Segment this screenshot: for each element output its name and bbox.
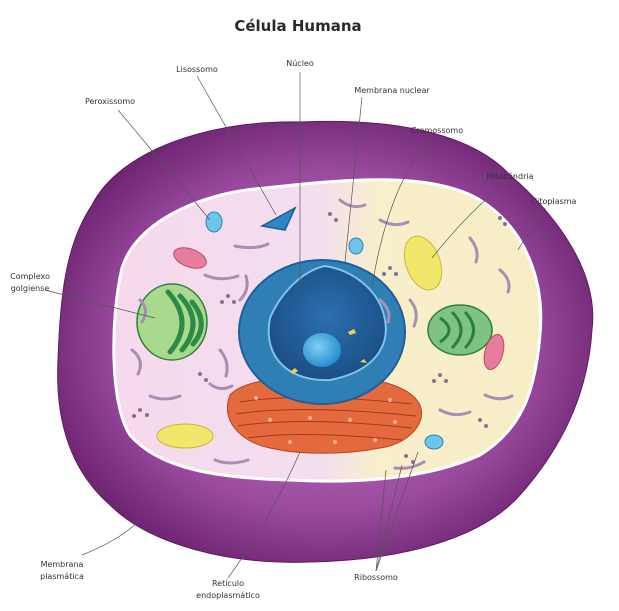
- peroxisome-2: [349, 238, 363, 254]
- peroxisome: [206, 212, 222, 232]
- label-complexo-2: golgiense: [11, 284, 50, 293]
- label-reticulo-1: Retículo: [212, 579, 244, 588]
- label-reticulo-2: endoplasmático: [196, 591, 260, 600]
- label-citoplasma: Citoplasma: [532, 197, 577, 206]
- nucleus: [239, 260, 405, 404]
- label-nucleo: Núcleo: [286, 59, 314, 68]
- label-ribossomo: Ribossomo: [354, 573, 398, 582]
- label-lisossomo: Lisossomo: [176, 65, 218, 74]
- peroxisome-3: [425, 435, 443, 449]
- mitochondrion: [428, 305, 492, 355]
- label-membrana-plasmatica-2: plasmática: [40, 572, 84, 581]
- label-complexo-1: Complexo: [10, 272, 50, 281]
- nucleolus: [303, 333, 341, 367]
- label-membrana-plasmatica-1: Membrana: [41, 560, 84, 569]
- golgi-apparatus: [137, 284, 207, 360]
- label-cromossomo: Cromossomo: [411, 126, 463, 135]
- label-peroxissomo: Peroxissomo: [85, 97, 135, 106]
- vesicle-yellow-left: [157, 424, 213, 448]
- diagram-title: Célula Humana: [234, 17, 361, 35]
- label-membrana-nuclear: Membrana nuclear: [354, 86, 430, 95]
- label-mitocondria: Mitocôndria: [486, 171, 533, 181]
